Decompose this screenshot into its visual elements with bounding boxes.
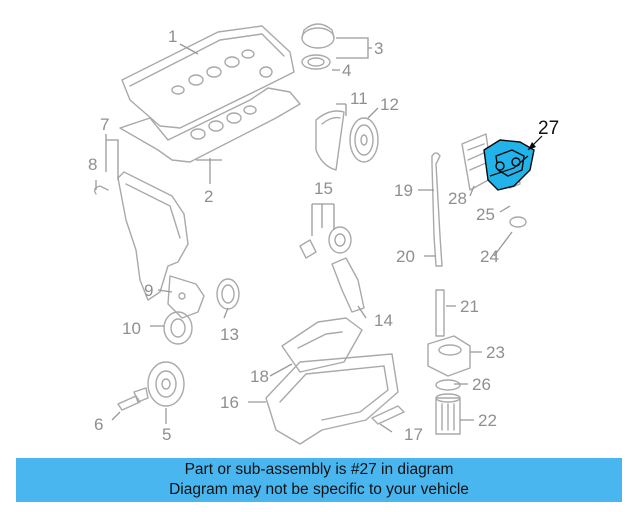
crank-sprocket-part xyxy=(216,278,240,310)
callout-23: 23 xyxy=(486,343,505,362)
callout-13: 13 xyxy=(220,325,239,344)
callout-15: 15 xyxy=(314,179,333,198)
callout-25: 25 xyxy=(476,205,495,224)
bracket-part xyxy=(167,275,205,319)
oil-pan-baffle-part xyxy=(281,317,363,373)
callout-3: 3 xyxy=(374,39,383,58)
callout-6: 6 xyxy=(94,415,103,434)
callout-22: 22 xyxy=(478,411,497,430)
callout-2: 2 xyxy=(204,187,213,206)
callout-18: 18 xyxy=(250,367,269,386)
callout-1: 1 xyxy=(168,27,177,46)
callout-14: 14 xyxy=(374,311,393,330)
timing-belt-part xyxy=(315,110,345,171)
callout-4: 4 xyxy=(342,61,351,80)
oil-filter-housing-part xyxy=(427,335,471,377)
callout-12: 12 xyxy=(380,95,399,114)
pulley-bolt-part xyxy=(117,387,149,411)
front-seal-part xyxy=(163,311,193,345)
callout-9: 9 xyxy=(144,281,153,300)
intermediate-sprocket-part xyxy=(299,226,352,259)
pulley-part xyxy=(147,361,185,407)
callout-8: 8 xyxy=(88,155,97,174)
callout-7: 7 xyxy=(100,115,109,134)
highlighted-part-27[interactable] xyxy=(483,139,535,191)
oil-pan-part xyxy=(265,353,399,445)
callout-24: 24 xyxy=(480,247,499,266)
callout-10: 10 xyxy=(122,319,141,338)
oil-cap-part xyxy=(301,23,335,70)
valve-cover-gasket-part xyxy=(119,87,301,163)
oil-pump-shaft-part xyxy=(435,289,445,337)
o-ring-part xyxy=(435,379,461,391)
callout-21: 21 xyxy=(460,297,479,316)
dipstick-part xyxy=(431,152,443,267)
callout-labels: 1 2 3 4 5 6 7 8 9 10 11 12 13 14 15 16 1… xyxy=(88,27,559,444)
info-banner: Part or sub-assembly is #27 in diagram D… xyxy=(16,458,622,502)
banner-line-2: Diagram may not be specific to your vehi… xyxy=(169,481,469,498)
timing-cover-part xyxy=(93,171,189,301)
callout-19: 19 xyxy=(394,181,413,200)
pan-gasket-part xyxy=(371,405,405,425)
oil-filter-part xyxy=(435,393,461,435)
cam-sprocket-part xyxy=(349,117,379,163)
callout-17: 17 xyxy=(404,425,423,444)
callout-26: 26 xyxy=(472,375,491,394)
callout-16: 16 xyxy=(220,393,239,412)
leader-lines xyxy=(95,37,543,433)
callout-28: 28 xyxy=(448,189,467,208)
callout-20: 20 xyxy=(396,247,415,266)
banner-line-1: Part or sub-assembly is #27 in diagram xyxy=(184,461,454,478)
oil-pump-bracket-part xyxy=(331,257,365,313)
seal-24-part xyxy=(509,216,527,228)
callout-5: 5 xyxy=(162,425,171,444)
callout-11: 11 xyxy=(350,89,368,108)
parts-diagram: 1 2 3 4 5 6 7 8 9 10 11 12 13 14 15 16 1… xyxy=(88,23,559,445)
callout-27: 27 xyxy=(538,118,559,139)
valve-cover-part xyxy=(121,25,295,129)
